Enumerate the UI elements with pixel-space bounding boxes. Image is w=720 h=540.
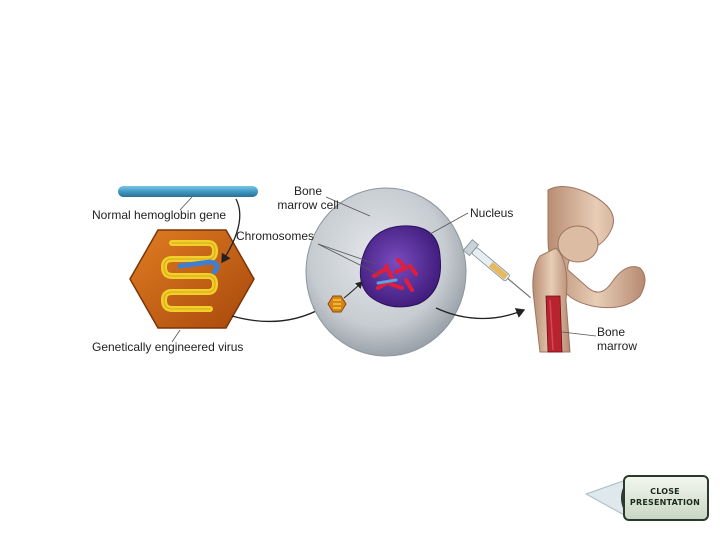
- gene-insert-arrow: [221, 198, 241, 264]
- virus-in-cell: [327, 295, 347, 313]
- label-genetically-engineered-virus: Genetically engineered virus: [92, 340, 244, 354]
- label-nucleus: Nucleus: [470, 206, 514, 220]
- label-normal-hemoglobin-gene: Normal hemoglobin gene: [92, 208, 227, 222]
- close-presentation-graphic: [584, 475, 709, 521]
- label-chromosomes: Chromosomes: [236, 229, 315, 243]
- virus-to-cell-arrow: [231, 307, 324, 323]
- cell-to-bone-arrow: [435, 307, 526, 320]
- syringe: [462, 239, 532, 299]
- label-bone-marrow: Bone marrow: [597, 325, 638, 353]
- engineered-virus: [129, 229, 255, 343]
- bone-marrow: [545, 295, 563, 353]
- hemoglobin-gene-bar: [118, 186, 258, 211]
- bone-marrow-cell: [305, 187, 469, 357]
- chromosomes: [372, 258, 418, 292]
- close-presentation-label: CLOSE PRESENTATION: [629, 487, 701, 507]
- label-bone-marrow-cell: Bone marrow cell: [277, 184, 339, 212]
- hip-bone: [532, 186, 646, 353]
